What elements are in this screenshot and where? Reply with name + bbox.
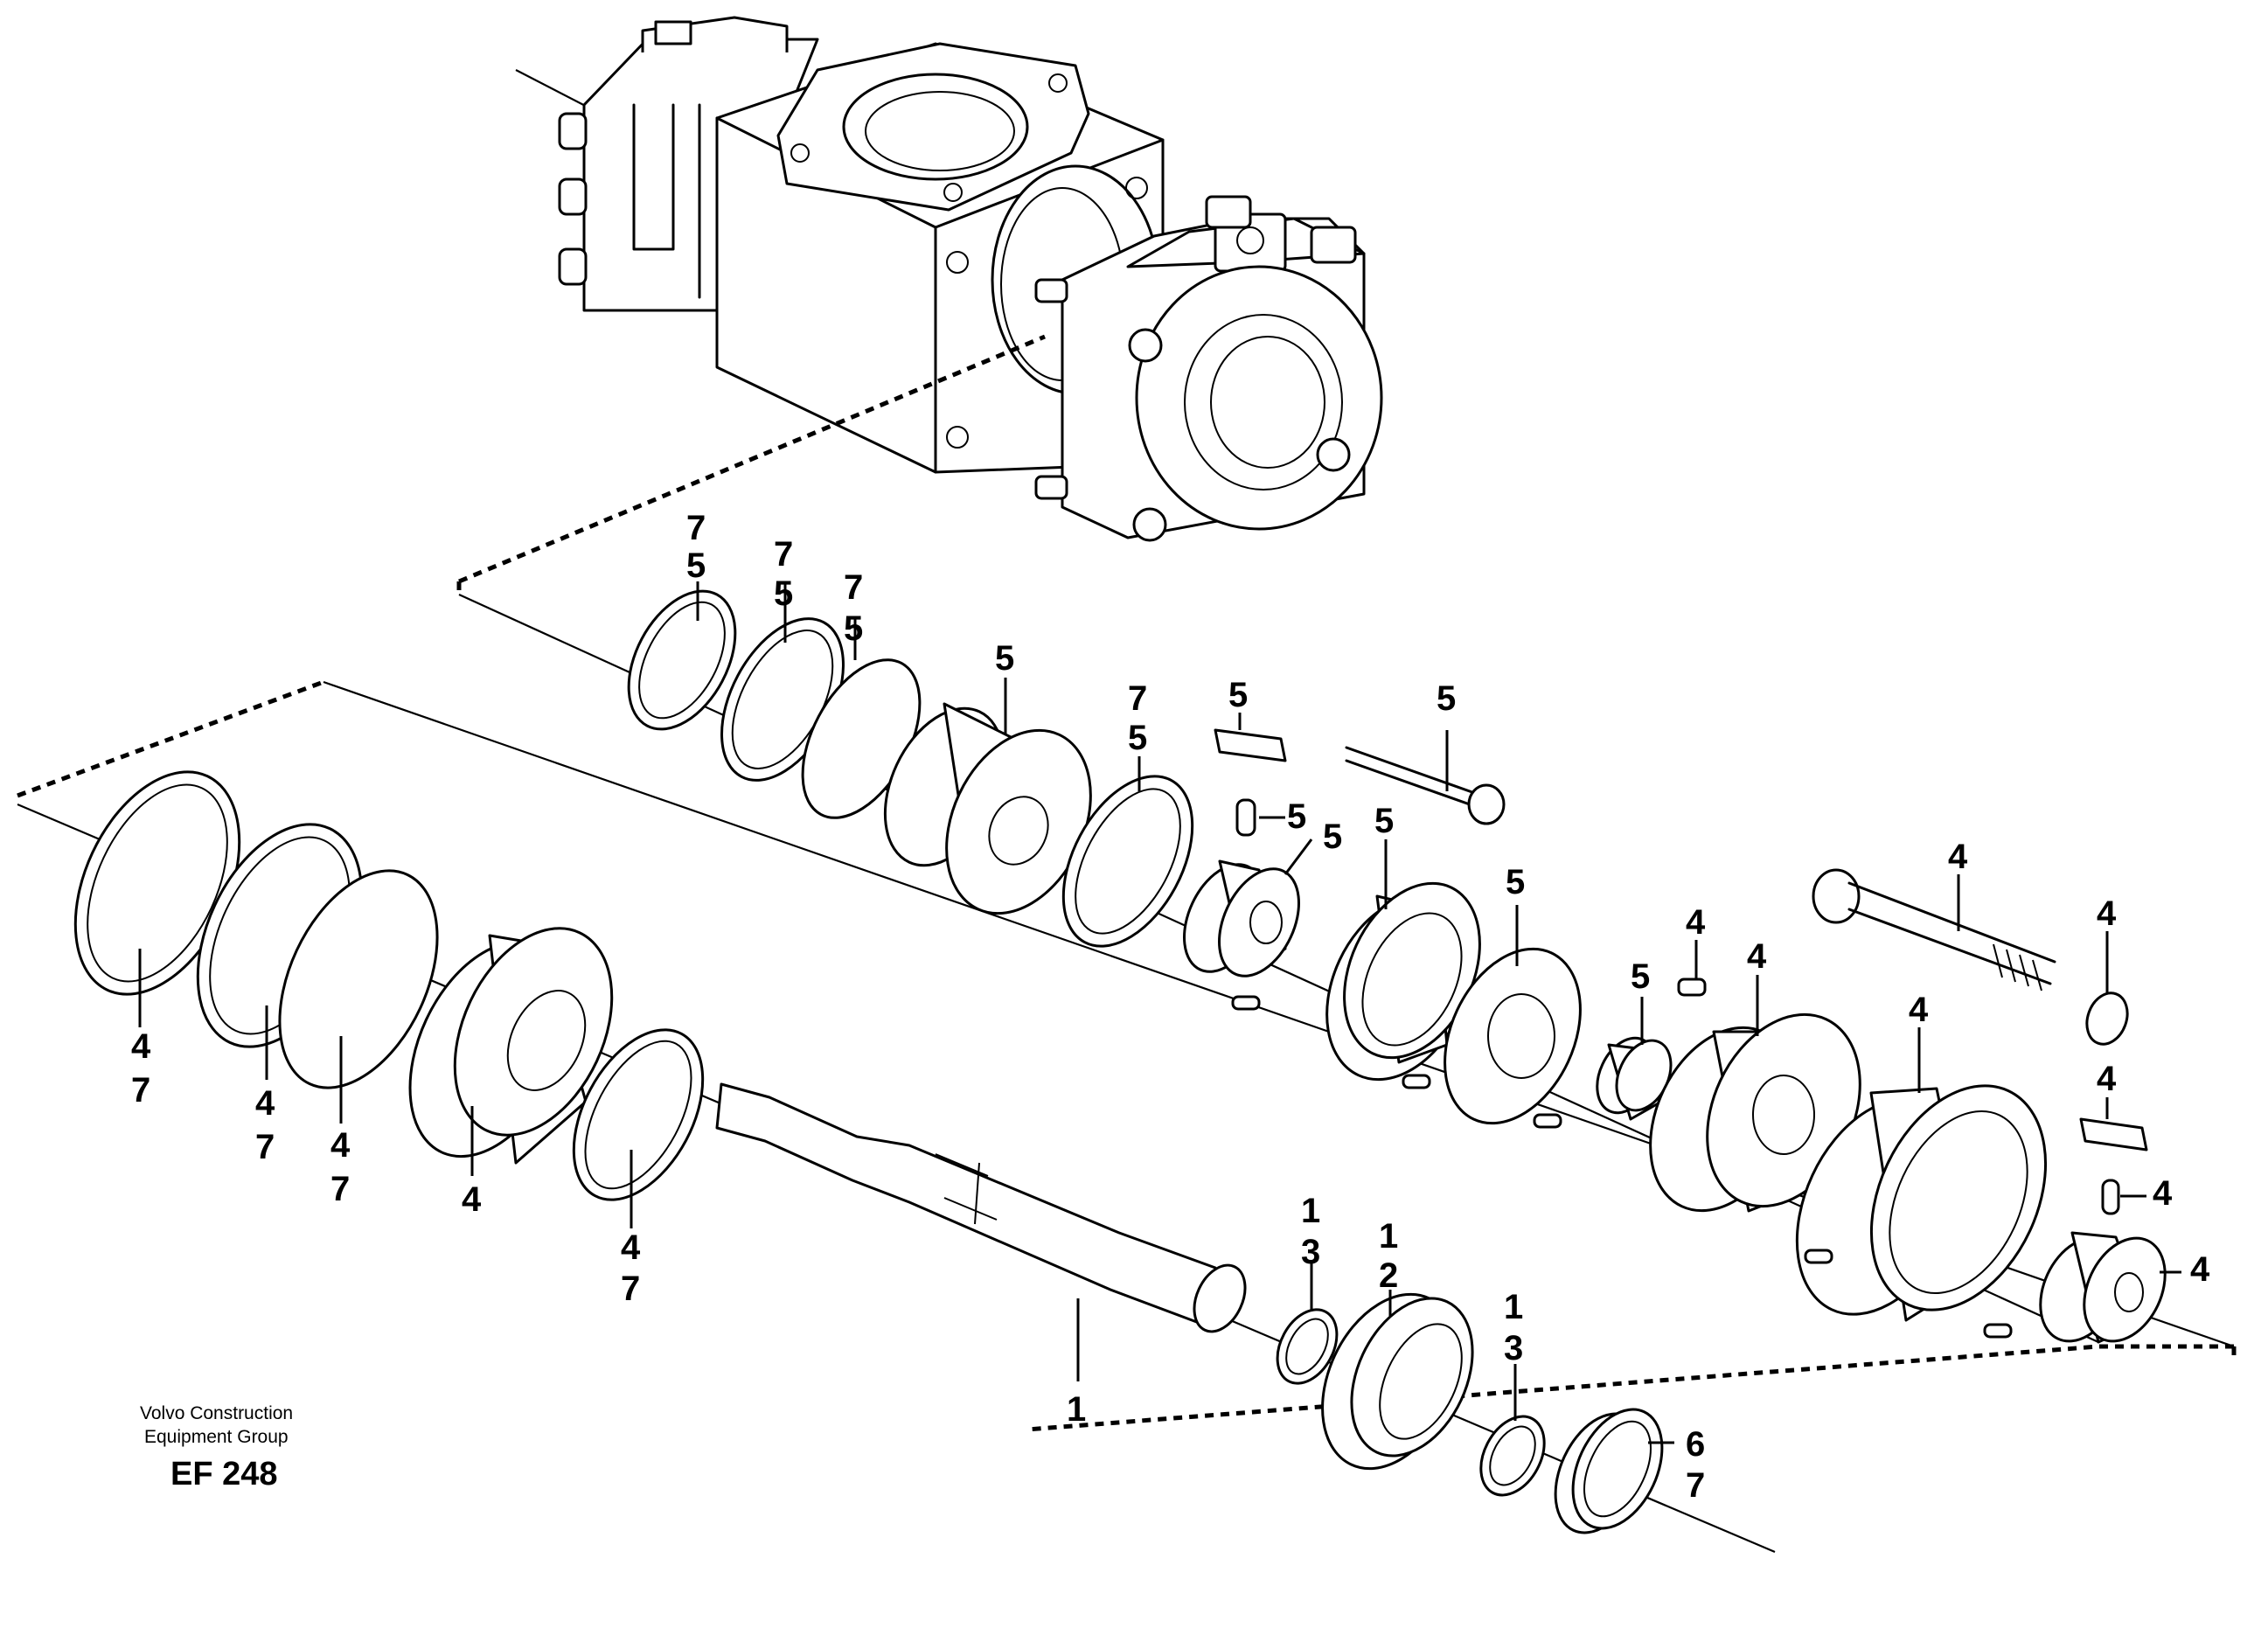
leader-lines	[138, 581, 2181, 1444]
callout-22-line-2: 7	[255, 1128, 275, 1166]
callout-1-line-2: 5	[686, 546, 706, 585]
callout-28-line-1: 1	[1379, 1217, 1398, 1256]
callout-30-line-2: 7	[1686, 1466, 1705, 1505]
callout-23-line-1: 4	[330, 1126, 351, 1165]
brand-line-2: Equipment Group	[144, 1427, 289, 1447]
callout-29-line-1: 1	[1504, 1288, 1523, 1326]
callout-21-line-1: 4	[131, 1027, 151, 1066]
callout-5-line-1: 7	[1128, 679, 1147, 718]
callout-22-line-1: 4	[255, 1084, 275, 1123]
callout-18: 4	[2097, 1060, 2117, 1098]
callout-21-line-2: 7	[131, 1071, 150, 1110]
callout-25-line-1: 4	[621, 1228, 641, 1267]
callout-6: 5	[1228, 676, 1248, 714]
callout-26: 1	[1067, 1390, 1086, 1429]
brand-line-1: Volvo Construction	[140, 1403, 293, 1423]
callout-17: 4	[1909, 991, 1929, 1029]
callout-3-line-1: 7	[844, 568, 863, 607]
callout-28-line-2: 2	[1379, 1256, 1398, 1295]
callout-23-line-2: 7	[330, 1170, 350, 1208]
callout-19: 4	[2153, 1174, 2173, 1213]
callout-13: 4	[1686, 903, 1706, 942]
figure-code: EF 248	[170, 1456, 278, 1492]
callout-2-line-1: 7	[774, 535, 793, 574]
callout-7: 5	[1287, 797, 1306, 836]
lower-right-parts	[1649, 868, 2167, 1344]
callout-27-line-1: 1	[1301, 1192, 1320, 1230]
callout-2-line-2: 5	[774, 574, 793, 613]
lower-left-parts	[73, 770, 1664, 1534]
upper-parts-row	[627, 589, 1707, 1129]
callout-9: 5	[1374, 802, 1394, 840]
pump-housing	[515, 16, 1383, 542]
callout-5-line-2: 5	[1128, 719, 1147, 757]
callout-12: 5	[1631, 957, 1650, 996]
callout-15: 4	[1948, 838, 1968, 876]
callout-25-line-2: 7	[621, 1270, 640, 1308]
callout-10: 5	[1437, 679, 1456, 718]
callout-30-line-1: 6	[1686, 1425, 1705, 1464]
callout-16: 4	[2097, 894, 2117, 933]
callout-20: 4	[2190, 1250, 2210, 1289]
callout-14: 4	[1747, 937, 1767, 976]
callout-11: 5	[1506, 863, 1525, 901]
callout-1-line-1: 7	[686, 509, 706, 547]
footer-brand: Volvo Construction Equipment Group EF 24…	[140, 1403, 293, 1492]
callout-27-line-2: 3	[1301, 1233, 1320, 1271]
callouts: 7 5 7 5 7 5 5 7 5 5 5 5 5 5 5 5 4 4 4 4 …	[131, 509, 2210, 1505]
callout-29-line-2: 3	[1504, 1329, 1523, 1367]
callout-4: 5	[995, 639, 1014, 678]
callout-8: 5	[1323, 818, 1342, 856]
callout-3-line-2: 5	[844, 609, 863, 648]
callout-24: 4	[462, 1180, 482, 1219]
